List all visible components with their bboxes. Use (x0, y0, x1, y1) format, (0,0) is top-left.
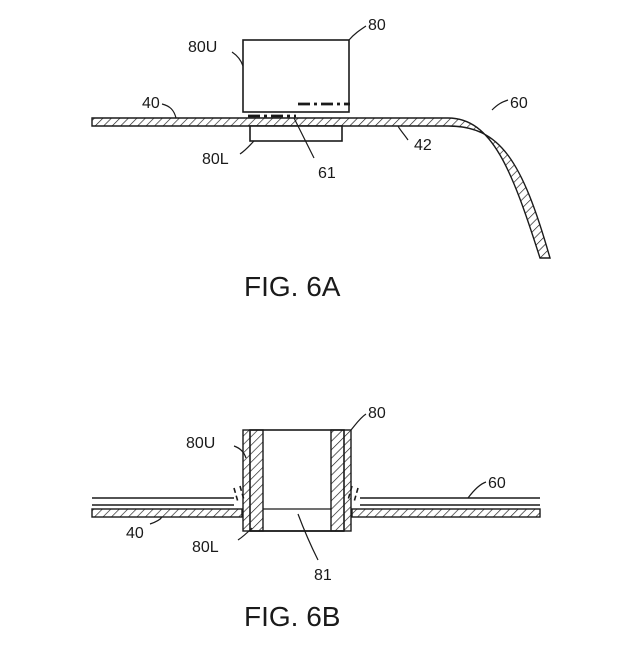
figure-6b: 80 80U 60 40 80L 81 FIG. 6B (92, 405, 540, 632)
caption-fig-6b: FIG. 6B (244, 601, 340, 632)
leader-40 (150, 517, 162, 524)
panel-40-right (352, 509, 540, 517)
part-80l (250, 126, 342, 141)
label-81: 81 (314, 567, 332, 584)
part-80u (243, 40, 349, 112)
leader-60 (468, 482, 486, 498)
leader-80u (232, 52, 243, 66)
fastener-wall-right (331, 430, 351, 531)
leader-40 (162, 104, 176, 118)
fastener-inner-bore (250, 430, 344, 531)
label-80: 80 (368, 405, 386, 422)
label-42: 42 (414, 137, 432, 154)
figure-6a: 80 80U 40 60 80L 61 42 FIG. 6A (92, 17, 550, 302)
label-80l: 80L (202, 151, 229, 168)
leader-42 (398, 126, 408, 140)
caption-fig-6a: FIG. 6A (244, 271, 341, 302)
leader-80 (351, 414, 366, 430)
label-80l: 80L (192, 539, 219, 556)
label-61: 61 (318, 165, 336, 182)
label-40: 40 (142, 95, 160, 112)
label-80u: 80U (188, 39, 217, 56)
leader-80 (349, 26, 366, 40)
leader-80l (240, 141, 254, 154)
panel-40-left (92, 509, 242, 517)
label-80u: 80U (186, 435, 215, 452)
label-60: 60 (488, 475, 506, 492)
leader-60 (492, 100, 508, 110)
label-60: 60 (510, 95, 528, 112)
label-40: 40 (126, 525, 144, 542)
label-80: 80 (368, 17, 386, 34)
fastener-wall-left (243, 430, 263, 531)
